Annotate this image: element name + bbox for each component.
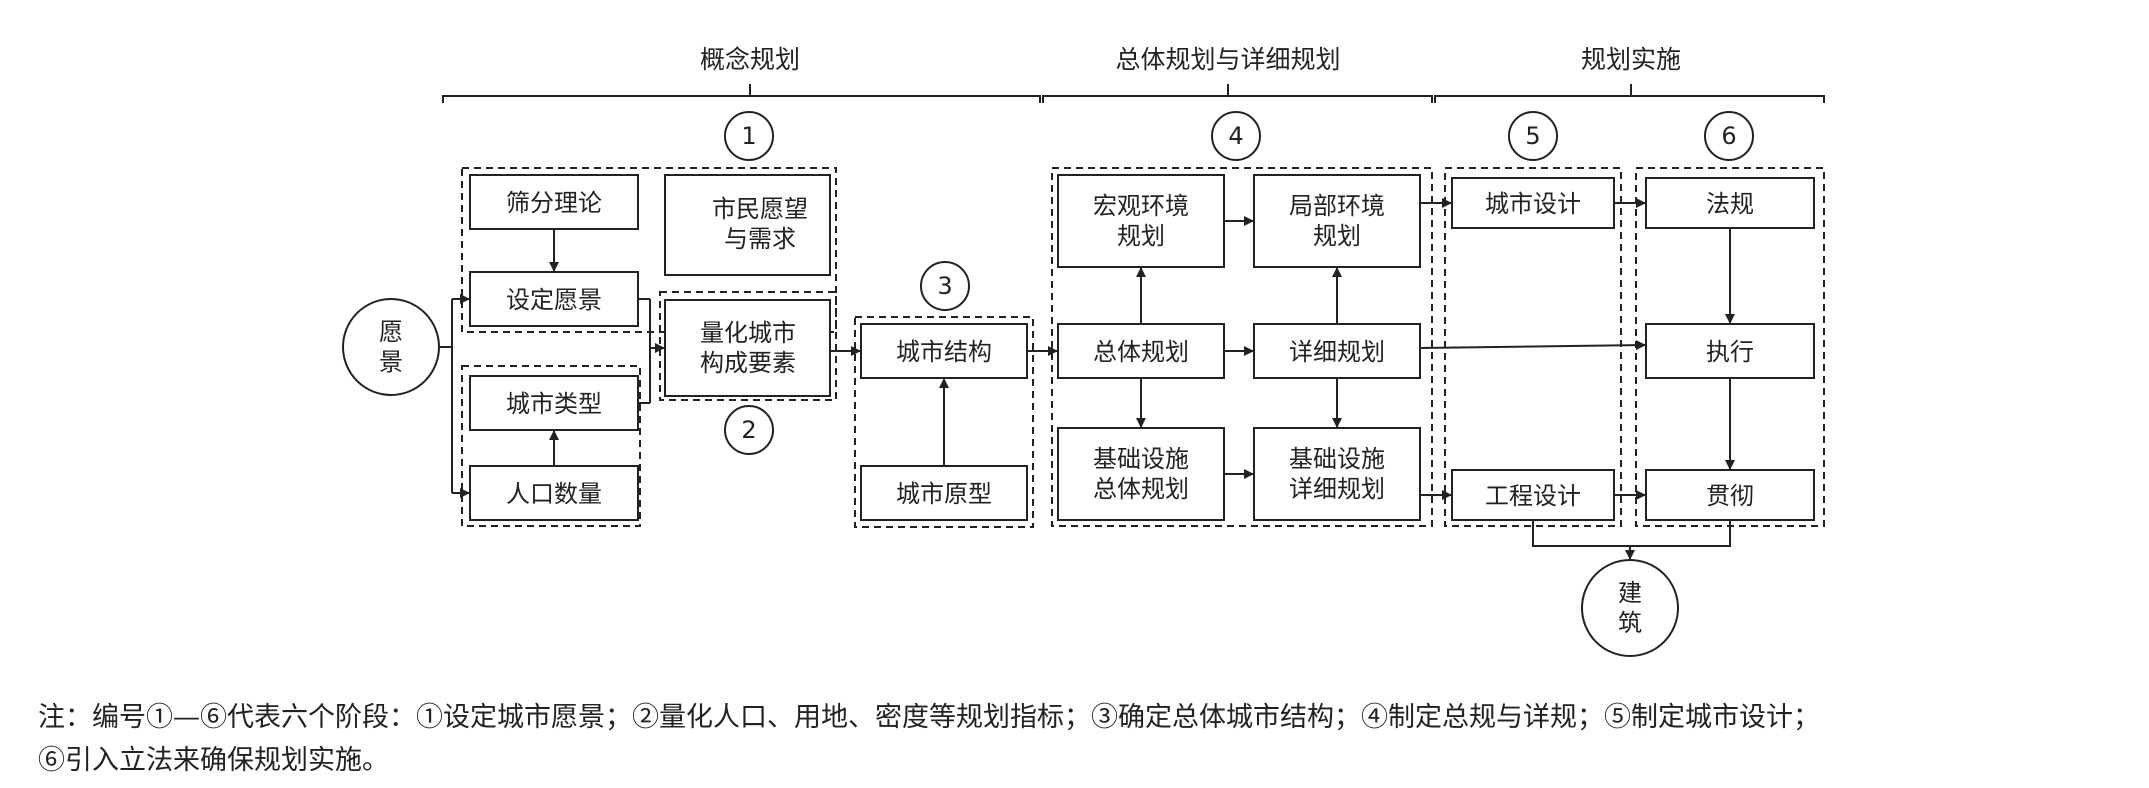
label-jichu-xiangxi-2: 详细规划 bbox=[1289, 475, 1385, 503]
note-line-2: ⑥引入立法来确保规划实施。 bbox=[38, 745, 389, 776]
stage-label-master-detail: 总体规划与详细规划 bbox=[1115, 45, 1340, 74]
stage-marker-2 bbox=[724, 405, 774, 455]
connector-to-building bbox=[1532, 520, 1731, 547]
note-line-1: 注：编号①—⑥代表六个阶段：①设定城市愿景；②量化人口、用地、密度等规划指标；③… bbox=[38, 702, 1820, 733]
stage-marker-3-label: 3 bbox=[937, 272, 952, 300]
stage-marker-5 bbox=[1508, 111, 1558, 161]
box-zongti bbox=[1057, 323, 1225, 379]
label-lianghua-2: 构成要素 bbox=[700, 349, 796, 377]
label-jubu-1: 局部环境 bbox=[1289, 192, 1385, 220]
stage-label-concept: 概念规划 bbox=[700, 45, 800, 74]
label-sheding: 设定愿景 bbox=[506, 286, 602, 314]
box-chengshi-leixing bbox=[469, 375, 639, 431]
label-renkou: 人口数量 bbox=[506, 480, 602, 508]
stage-marker-5-label: 5 bbox=[1525, 122, 1540, 150]
box-shimin bbox=[664, 174, 831, 276]
stage-marker-6-label: 6 bbox=[1721, 122, 1736, 150]
label-chengshi-leixing: 城市类型 bbox=[506, 390, 602, 418]
label-fagui: 法规 bbox=[1706, 190, 1754, 218]
label-shimin-1: 市民愿望 bbox=[712, 195, 808, 223]
box-sheding bbox=[469, 271, 639, 327]
label-xiangxi: 详细规划 bbox=[1289, 338, 1385, 366]
label-jichu-zongti-2: 总体规划 bbox=[1093, 475, 1189, 503]
box-gongcheng-sheji bbox=[1451, 469, 1615, 521]
label-chengshi-sheji: 城市设计 bbox=[1485, 190, 1581, 218]
stage-marker-1-label: 1 bbox=[741, 122, 756, 150]
group-stage-3 bbox=[854, 316, 1034, 528]
box-lianghua bbox=[664, 299, 831, 397]
stage-brace-implementation bbox=[1434, 84, 1825, 103]
arrow-xiangxi-to-zhixing bbox=[1419, 340, 1646, 351]
end-node-building bbox=[1581, 559, 1679, 657]
box-hongguan bbox=[1057, 174, 1225, 268]
planning-flow-diagram: 概念规划 总体规划与详细规划 规划实施 1 2 3 4 5 6 bbox=[342, 45, 1825, 657]
stage-marker-4 bbox=[1211, 111, 1261, 161]
stage-label-implementation: 规划实施 bbox=[1581, 45, 1681, 74]
label-end-2: 筑 bbox=[1618, 609, 1642, 637]
label-hongguan-2: 规划 bbox=[1117, 222, 1165, 250]
label-shimin-2: 与需求 bbox=[724, 225, 796, 253]
stage-brace-concept bbox=[442, 84, 1041, 103]
stage-brace-master-detail bbox=[1042, 84, 1433, 103]
start-node-vision bbox=[342, 298, 440, 396]
box-guanche bbox=[1645, 469, 1815, 521]
label-chengshi-yuanxing: 城市原型 bbox=[896, 480, 992, 508]
stage-marker-1 bbox=[724, 111, 774, 161]
box-chengshi-yuanxing bbox=[860, 465, 1028, 521]
box-jichu-zongti bbox=[1057, 427, 1225, 521]
label-hongguan-1: 宏观环境 bbox=[1093, 192, 1189, 220]
box-jubu bbox=[1253, 174, 1421, 268]
label-start-2: 景 bbox=[379, 348, 403, 376]
stage-marker-6 bbox=[1704, 111, 1754, 161]
stage-marker-3 bbox=[920, 261, 970, 311]
label-chengshi-jiegou: 城市结构 bbox=[896, 338, 992, 366]
label-zhixing: 执行 bbox=[1706, 338, 1754, 366]
label-lianghua-1: 量化城市 bbox=[700, 319, 796, 347]
box-zhixing bbox=[1645, 323, 1815, 379]
label-end-1: 建 bbox=[1618, 579, 1642, 607]
label-zongti: 总体规划 bbox=[1093, 338, 1189, 366]
box-fagui bbox=[1645, 177, 1815, 229]
label-sifen: 筛分理论 bbox=[506, 189, 602, 217]
label-gongcheng-sheji: 工程设计 bbox=[1485, 482, 1581, 510]
stage-marker-2-label: 2 bbox=[741, 416, 756, 444]
group-population bbox=[461, 365, 641, 527]
label-jubu-2: 规划 bbox=[1313, 222, 1361, 250]
box-jichu-xiangxi bbox=[1253, 427, 1421, 521]
label-jichu-xiangxi-1: 基础设施 bbox=[1289, 445, 1385, 473]
label-guanche: 贯彻 bbox=[1706, 482, 1754, 510]
group-stage-2 bbox=[659, 291, 837, 401]
stage-marker-4-label: 4 bbox=[1228, 122, 1243, 150]
label-start-1: 愿 bbox=[379, 318, 403, 346]
box-chengshi-sheji bbox=[1451, 177, 1615, 229]
label-jichu-zongti-1: 基础设施 bbox=[1093, 445, 1189, 473]
